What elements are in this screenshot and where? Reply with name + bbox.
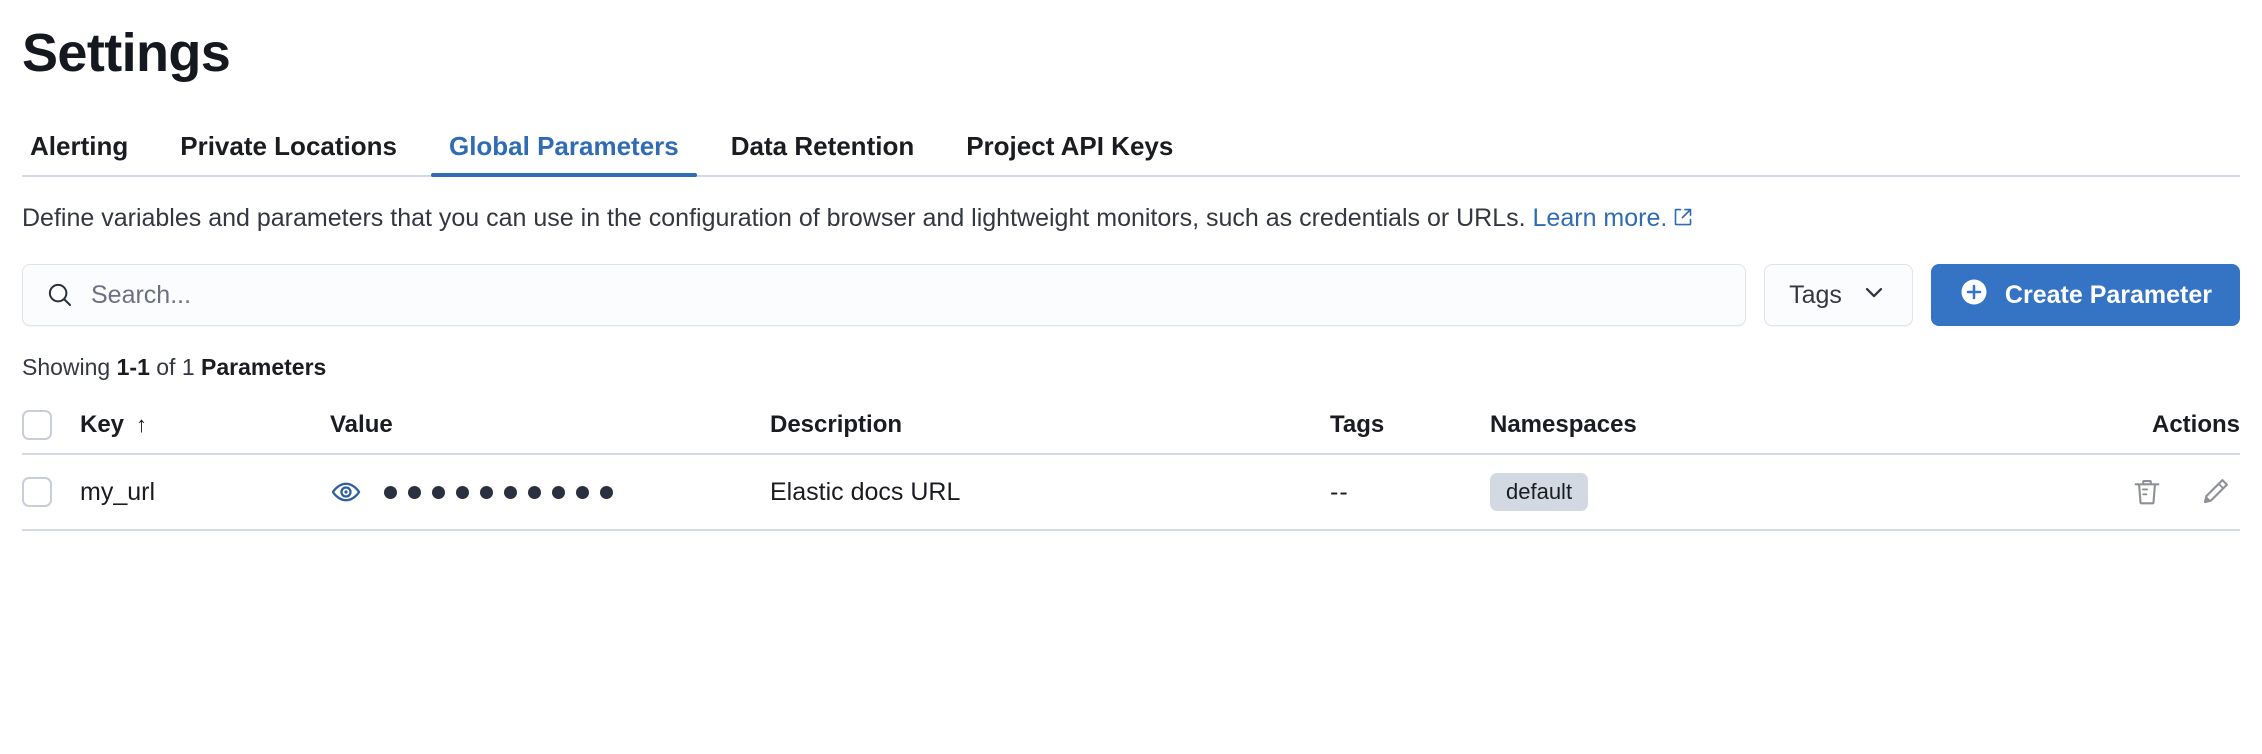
eye-icon[interactable] bbox=[330, 476, 362, 508]
results-prefix: Showing bbox=[22, 354, 117, 381]
table-header-row: Key ↑ Value Description Tags Namespaces bbox=[22, 397, 2240, 456]
column-header-actions: Actions bbox=[2040, 397, 2240, 456]
column-header-key[interactable]: Key ↑ bbox=[80, 397, 330, 456]
tags-filter-button[interactable]: Tags bbox=[1764, 264, 1913, 327]
tab-project-api-keys[interactable]: Project API Keys bbox=[940, 133, 1199, 175]
results-range: 1-1 bbox=[116, 354, 150, 381]
column-header-value: Value bbox=[330, 397, 770, 456]
row-select-cell bbox=[22, 454, 80, 532]
learn-more-link[interactable]: Learn more. bbox=[1532, 204, 1668, 233]
tab-label: Global Parameters bbox=[448, 131, 679, 162]
tab-global-parameters[interactable]: Global Parameters bbox=[423, 131, 705, 178]
tab-alerting[interactable]: Alerting bbox=[22, 133, 154, 175]
masked-value-dots bbox=[384, 485, 613, 499]
search-icon bbox=[45, 280, 75, 310]
cell-key: my_url bbox=[80, 454, 330, 532]
tags-empty-value: -- bbox=[1330, 477, 1349, 506]
cell-description: Elastic docs URL bbox=[770, 454, 1330, 532]
column-label: Key bbox=[80, 411, 125, 439]
select-all-checkbox[interactable] bbox=[22, 410, 52, 441]
external-link-icon bbox=[1673, 202, 1693, 236]
select-all-header bbox=[22, 397, 80, 456]
plus-circle-icon bbox=[1959, 277, 1989, 314]
tab-private-locations[interactable]: Private Locations bbox=[154, 133, 423, 175]
tab-label: Alerting bbox=[30, 131, 129, 162]
cell-value bbox=[330, 454, 770, 532]
column-header-namespaces: Namespaces bbox=[1490, 397, 2040, 456]
column-label: Namespaces bbox=[1490, 411, 1637, 439]
column-label: Description bbox=[770, 411, 903, 439]
column-label: Actions bbox=[2151, 411, 2240, 439]
parameters-table: Key ↑ Value Description Tags Namespaces bbox=[22, 397, 2240, 532]
cell-actions bbox=[2040, 454, 2240, 532]
results-count: Showing 1-1 of 1 Parameters bbox=[22, 354, 2240, 381]
description-text: Define variables and parameters that you… bbox=[22, 204, 1533, 233]
search-input[interactable] bbox=[91, 280, 1724, 310]
cell-namespaces: default bbox=[1490, 454, 2040, 532]
namespace-badge: default bbox=[1490, 473, 1589, 512]
create-parameter-button[interactable]: Create Parameter bbox=[1930, 264, 2240, 327]
arrow-up-icon: ↑ bbox=[136, 412, 148, 438]
column-header-description: Description bbox=[770, 397, 1330, 456]
chevron-down-icon bbox=[1860, 278, 1888, 313]
tab-data-retention[interactable]: Data Retention bbox=[705, 133, 940, 175]
page-description: Define variables and parameters that you… bbox=[22, 201, 2240, 236]
column-label: Value bbox=[330, 411, 393, 439]
tab-label: Private Locations bbox=[180, 131, 397, 162]
row-checkbox[interactable] bbox=[22, 477, 52, 508]
column-label: Tags bbox=[1330, 411, 1385, 439]
results-middle: of 1 bbox=[149, 354, 202, 381]
controls-row: Tags Create Parameter bbox=[22, 264, 2240, 327]
cell-tags: -- bbox=[1330, 454, 1490, 532]
tab-label: Data Retention bbox=[730, 131, 915, 162]
tab-label: Project API Keys bbox=[966, 131, 1174, 162]
column-header-tags: Tags bbox=[1330, 397, 1490, 456]
delete-icon[interactable] bbox=[2130, 475, 2164, 509]
create-parameter-label: Create Parameter bbox=[2004, 280, 2212, 309]
results-entity: Parameters bbox=[201, 354, 327, 381]
table-row: my_url bbox=[22, 454, 2240, 532]
search-box[interactable] bbox=[22, 264, 1747, 327]
settings-tabs: Alerting Private Locations Global Parame… bbox=[22, 121, 2240, 178]
page-title: Settings bbox=[22, 23, 231, 83]
edit-icon[interactable] bbox=[2198, 475, 2232, 509]
tags-filter-label: Tags bbox=[1789, 280, 1842, 309]
